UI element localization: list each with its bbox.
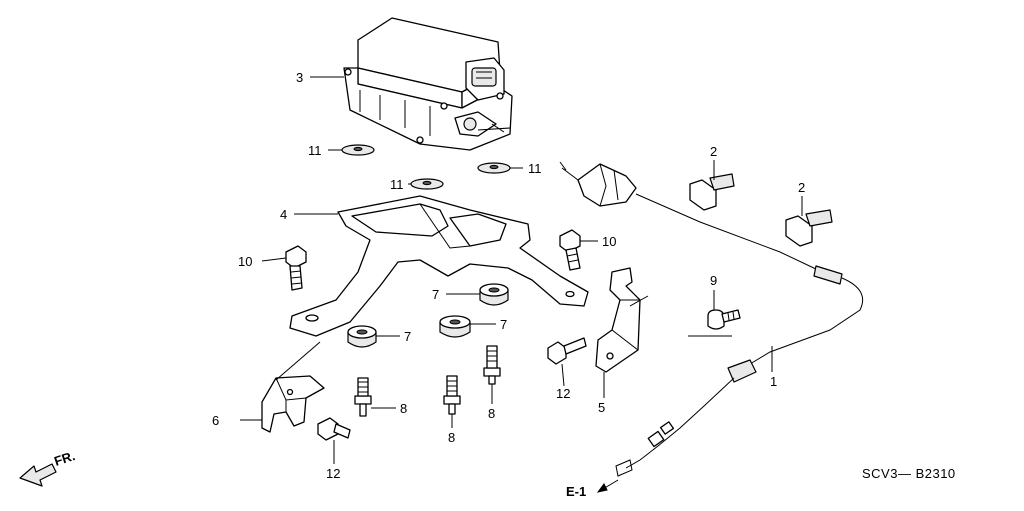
front-direction-label: FR. [52, 448, 77, 469]
part-11-washers [341, 144, 511, 190]
callout-5: 5 [598, 400, 605, 415]
reference-label: E-1 [566, 484, 586, 499]
part-7-grommets [347, 283, 509, 348]
part-2-clips [689, 173, 833, 247]
reference-arrow [596, 479, 619, 493]
part-4-bracket [289, 195, 589, 337]
part-6-bracket [261, 375, 325, 433]
part-3-actuator [343, 17, 513, 151]
callout-3: 3 [296, 70, 303, 85]
callout-11b: 11 [390, 177, 404, 192]
callout-6: 6 [212, 413, 219, 428]
callout-9: 9 [710, 273, 717, 288]
callout-8b: 8 [448, 430, 455, 445]
part-5-bracket [595, 267, 641, 373]
callout-2b: 2 [798, 180, 805, 195]
part-1-cable [559, 161, 864, 477]
callout-12b: 12 [326, 466, 340, 481]
callout-8a: 8 [400, 401, 407, 416]
callout-2a: 2 [710, 144, 717, 159]
callout-1: 1 [770, 374, 777, 389]
part-12-bolts [317, 337, 587, 441]
callout-7b: 7 [404, 329, 411, 344]
callout-11c: 11 [528, 161, 542, 176]
callout-10a: 10 [238, 254, 252, 269]
callout-7a: 7 [432, 287, 439, 302]
part-9-bolt [707, 309, 741, 330]
callout-8c: 8 [488, 406, 495, 421]
callout-7c: 7 [500, 317, 507, 332]
callout-11a: 11 [308, 143, 322, 158]
part-8-studs [354, 345, 501, 417]
leader-lines [240, 76, 803, 464]
callout-10b: 10 [602, 234, 616, 249]
part-10-bolts [285, 229, 581, 291]
front-direction-arrow [19, 463, 57, 487]
diagram-code: SCV3— B2310 [862, 466, 956, 481]
callout-12a: 12 [556, 386, 570, 401]
callout-4: 4 [280, 207, 287, 222]
